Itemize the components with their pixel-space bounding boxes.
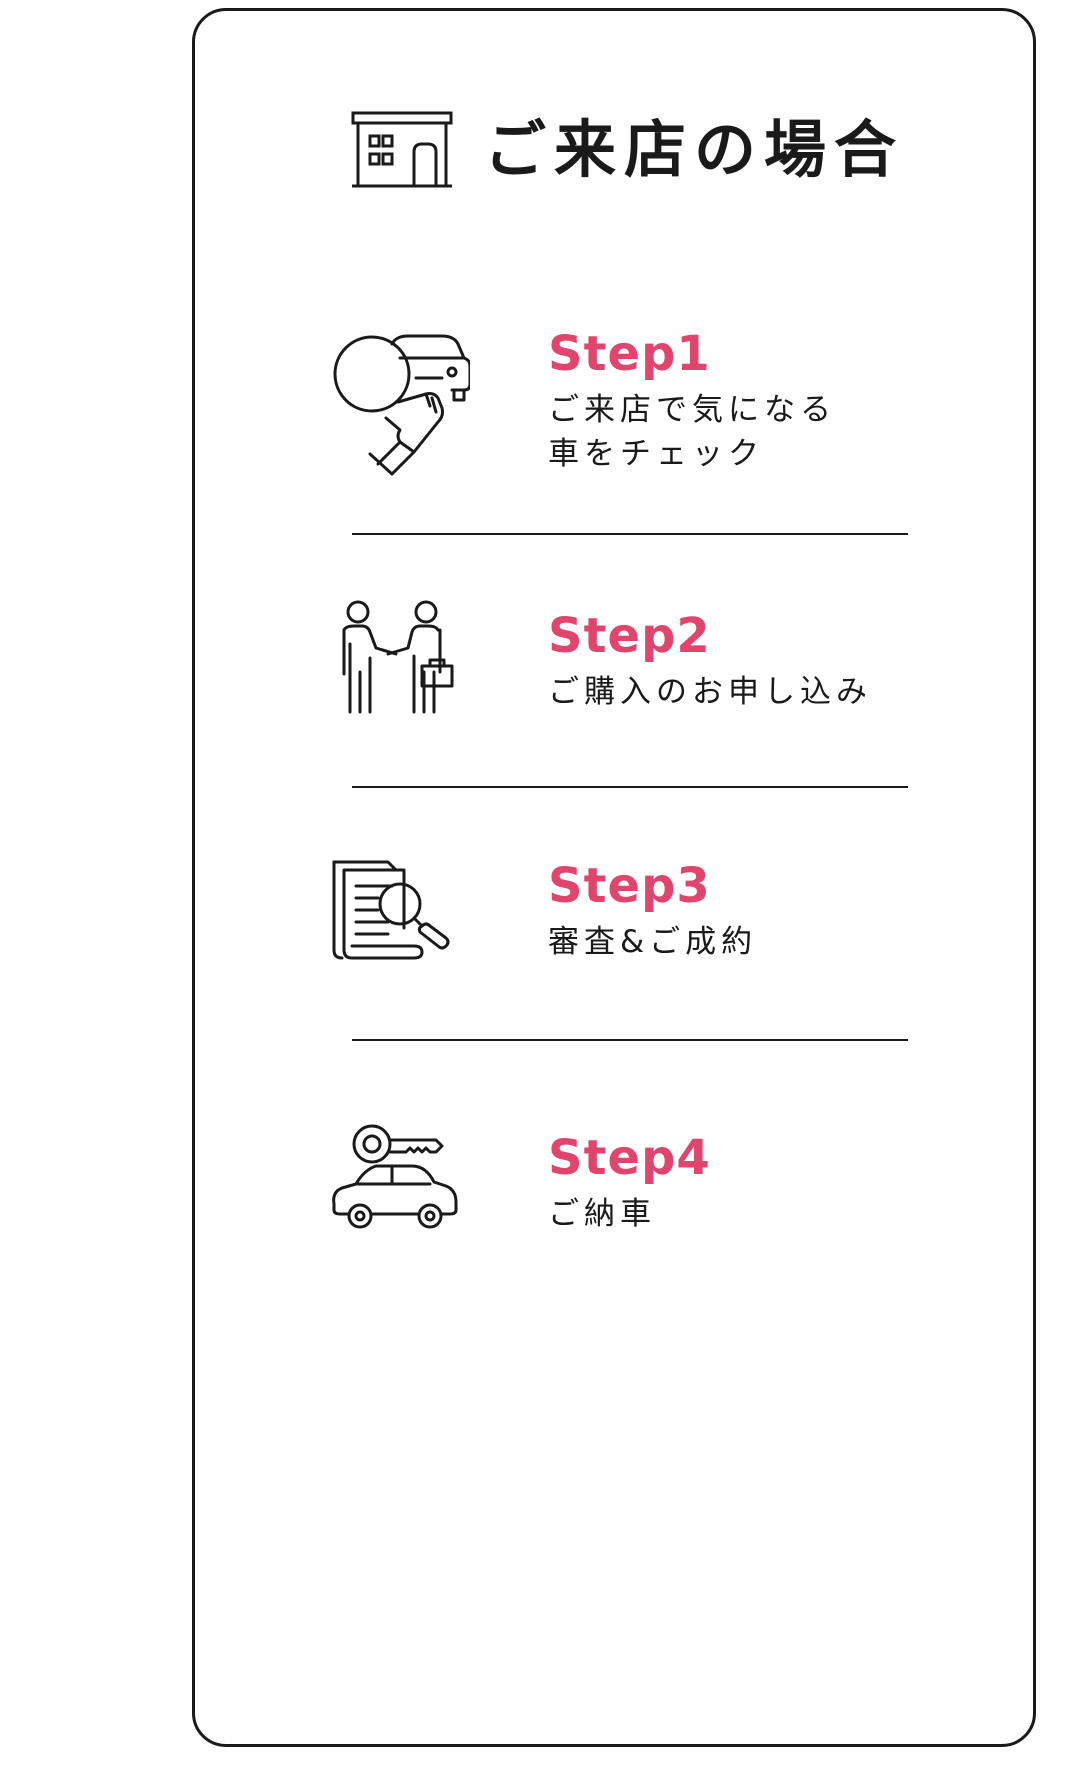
step-3: Step3 審査&ご成約 [330, 850, 910, 970]
step-description: ご購入のお申し込み [548, 670, 872, 714]
step-4-text: Step4 ご納車 [548, 1134, 711, 1236]
step-description-line: 車をチェック [548, 436, 764, 472]
card-header: ご来店の場合 [350, 110, 904, 190]
step-divider [352, 533, 908, 535]
step-description-line: ご購入のお申し込み [548, 674, 872, 710]
step-divider [352, 786, 908, 788]
car-key-icon [332, 1124, 458, 1229]
step-description: ご来店で気になる 車をチェック [548, 388, 836, 476]
step-1: Step1 ご来店で気になる 車をチェック [330, 330, 910, 480]
step-1-text: Step1 ご来店で気になる 車をチェック [548, 330, 836, 476]
step-description: ご納車 [548, 1192, 711, 1236]
store-icon [351, 111, 453, 188]
step-3-text: Step3 審査&ご成約 [548, 862, 757, 964]
step-label: Step2 [548, 608, 711, 664]
handshake-icon [342, 600, 454, 714]
step-description-line: ご納車 [548, 1196, 656, 1232]
step-label: Step3 [548, 858, 711, 914]
step-divider [352, 1039, 908, 1041]
magnifier-car-icon [333, 334, 470, 476]
step-label: Step4 [548, 1130, 711, 1186]
step-2: Step2 ご購入のお申し込み [330, 600, 910, 720]
document-search-icon [332, 860, 450, 960]
step-description-line: ご来店で気になる [548, 392, 836, 428]
step-label: Step1 [548, 326, 711, 382]
step-description: 審査&ご成約 [548, 920, 757, 964]
page-title: ご来店の場合 [484, 113, 905, 186]
step-description-line: 審査&ご成約 [548, 924, 758, 960]
step-2-text: Step2 ご購入のお申し込み [548, 612, 872, 714]
step-4: Step4 ご納車 [330, 1120, 910, 1240]
